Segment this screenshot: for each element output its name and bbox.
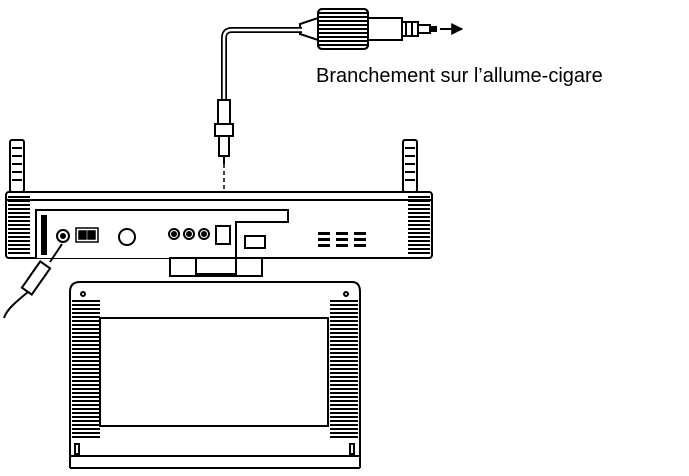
- screen-unit: [69, 281, 361, 469]
- control-knob: [118, 228, 136, 246]
- dc-plug-icon: [214, 99, 234, 164]
- antenna-right-icon: [402, 139, 418, 193]
- device-rear-panel: [5, 191, 433, 259]
- av-jacks: [168, 228, 210, 240]
- car-adapter-icon: [299, 8, 437, 50]
- antenna-left-icon: [9, 139, 25, 193]
- vent-grille: [318, 232, 366, 247]
- antenna-cable: [3, 243, 63, 319]
- hinge: [169, 257, 263, 277]
- antenna-jack: [56, 229, 70, 243]
- connection-caption: Branchement sur l’allume-cigare: [316, 65, 603, 87]
- power-cable: [221, 27, 302, 100]
- dc-in-jack: [215, 225, 231, 245]
- speaker-terminal: [75, 227, 99, 243]
- output-port: [244, 235, 266, 249]
